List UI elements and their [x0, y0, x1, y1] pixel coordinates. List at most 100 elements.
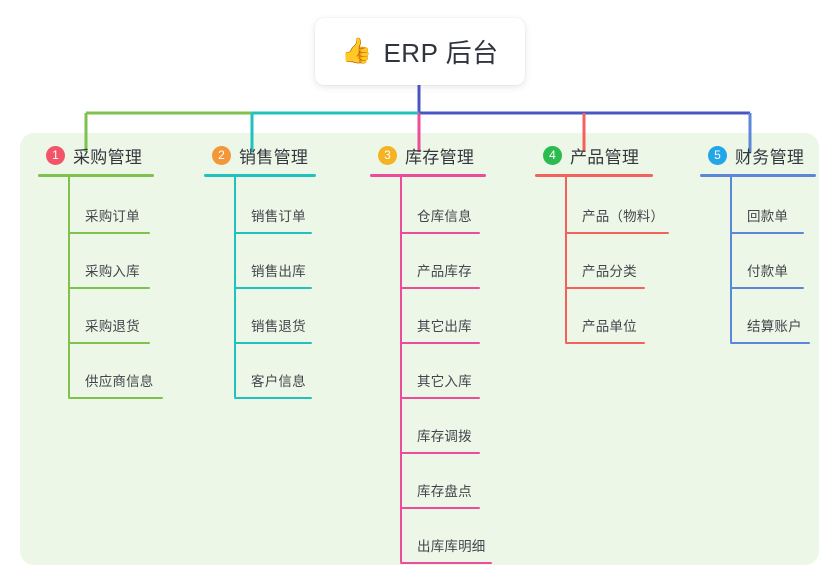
- branch-item-label: 销售退货: [251, 319, 306, 334]
- branch-item[interactable]: 库存调拨: [362, 399, 486, 454]
- branch-number-badge: 3: [378, 145, 397, 165]
- branch-item-list: 回款单付款单结算账户: [692, 177, 816, 344]
- branch-item-label: 付款单: [747, 264, 789, 279]
- branch-number-badge: 5: [708, 145, 727, 165]
- branch-item-rule: [565, 232, 669, 234]
- branch-item-label: 库存调拨: [417, 429, 472, 444]
- branch-header-2[interactable]: 2 销售管理: [196, 143, 316, 167]
- branch-item-rule: [234, 342, 312, 344]
- branch-title: 库存管理: [405, 147, 475, 167]
- branch-item-rule: [68, 232, 150, 234]
- root-node-title: ERP 后台: [383, 38, 499, 68]
- branch-item-rule: [234, 287, 312, 289]
- branch-item[interactable]: 仓库信息: [362, 179, 486, 234]
- branch-header-rule: [38, 174, 154, 177]
- branch-item-label: 回款单: [747, 209, 789, 224]
- branch-item[interactable]: 产品单位: [527, 289, 653, 344]
- branch-item-rule: [400, 562, 492, 564]
- branch-item-label: 采购退货: [85, 319, 140, 334]
- branch-item[interactable]: 回款单: [692, 179, 816, 234]
- branch-title: 采购管理: [73, 147, 143, 167]
- branch-item-rule: [565, 287, 645, 289]
- branch-item-label: 出库库明细: [417, 539, 486, 554]
- branch-item-rule: [730, 287, 804, 289]
- branch-item[interactable]: 出库库明细: [362, 509, 492, 564]
- branch-item-label: 客户信息: [251, 374, 306, 389]
- branch-item-label: 仓库信息: [417, 209, 472, 224]
- branches-panel: [20, 133, 819, 565]
- branch-item-list: 销售订单销售出库销售退货客户信息: [196, 177, 316, 399]
- branch-header-4[interactable]: 4 产品管理: [527, 143, 653, 167]
- branch-item[interactable]: 采购入库: [30, 234, 154, 289]
- branch-item-list: 采购订单采购入库采购退货供应商信息: [30, 177, 163, 399]
- branch-item-list: 产品（物料） 产品分类产品单位: [527, 177, 669, 344]
- branch-item-label: 库存盘点: [417, 484, 472, 499]
- branch-item-label: 产品（物料）: [582, 209, 665, 224]
- branch-item-rule: [234, 397, 312, 399]
- branch-item-rule: [400, 287, 480, 289]
- branch-item-label: 产品单位: [582, 319, 637, 334]
- branch-item-rule: [730, 232, 804, 234]
- branch-item-rule: [400, 232, 480, 234]
- branch-number-badge: 2: [212, 145, 231, 165]
- branch-title: 财务管理: [735, 147, 805, 167]
- branch-item[interactable]: 客户信息: [196, 344, 316, 399]
- branch-item[interactable]: 采购退货: [30, 289, 154, 344]
- branch-item[interactable]: 销售出库: [196, 234, 316, 289]
- branch-item[interactable]: 结算账户: [692, 289, 816, 344]
- branch-item-label: 产品库存: [417, 264, 472, 279]
- branch-item[interactable]: 采购订单: [30, 179, 154, 234]
- branch-item[interactable]: 供应商信息: [30, 344, 163, 399]
- branch-item[interactable]: 库存盘点: [362, 454, 486, 509]
- branch-header-rule: [370, 174, 486, 177]
- branch-item[interactable]: 产品分类: [527, 234, 653, 289]
- thumbs-up-icon: 👍: [341, 37, 373, 65]
- branch-item-label: 采购入库: [85, 264, 140, 279]
- branch-item[interactable]: 产品库存: [362, 234, 486, 289]
- branch-item[interactable]: 销售订单: [196, 179, 316, 234]
- root-node-card[interactable]: 👍 ERP 后台: [315, 18, 525, 85]
- branch-header-3[interactable]: 3 库存管理: [362, 143, 486, 167]
- branch-item[interactable]: 产品（物料）: [527, 179, 669, 234]
- branch-item-rule: [730, 342, 810, 344]
- branch-item-label: 供应商信息: [85, 374, 154, 389]
- branch-item-rule: [400, 507, 480, 509]
- branch-column-3: 3 库存管理仓库信息产品库存其它出库其它入库库存调拨库存盘点出库库明细: [362, 143, 492, 564]
- branch-header-rule: [535, 174, 653, 177]
- branch-title: 产品管理: [570, 147, 640, 167]
- branch-item-label: 销售出库: [251, 264, 306, 279]
- branch-item-label: 其它入库: [417, 374, 472, 389]
- branch-item-rule: [400, 397, 480, 399]
- branch-number-badge: 1: [46, 145, 65, 165]
- branch-item-list: 仓库信息产品库存其它出库其它入库库存调拨库存盘点出库库明细: [362, 177, 492, 564]
- branch-item[interactable]: 销售退货: [196, 289, 316, 344]
- branch-column-5: 5 财务管理回款单付款单结算账户: [692, 143, 816, 344]
- branch-item-label: 采购订单: [85, 209, 140, 224]
- branch-item[interactable]: 其它入库: [362, 344, 486, 399]
- branch-header-rule: [204, 174, 316, 177]
- branch-column-1: 1 采购管理采购订单采购入库采购退货供应商信息: [30, 143, 163, 399]
- branch-header-1[interactable]: 1 采购管理: [30, 143, 154, 167]
- branch-item[interactable]: 付款单: [692, 234, 816, 289]
- branch-item-rule: [400, 342, 480, 344]
- branch-header-5[interactable]: 5 财务管理: [692, 143, 816, 167]
- branch-title: 销售管理: [239, 147, 309, 167]
- branch-item-rule: [68, 397, 163, 399]
- branch-item-label: 产品分类: [582, 264, 637, 279]
- branch-spine: [400, 177, 402, 562]
- branch-column-4: 4 产品管理产品（物料） 产品分类产品单位: [527, 143, 669, 344]
- branch-item-label: 销售订单: [251, 209, 306, 224]
- branch-item-rule: [68, 342, 150, 344]
- branch-column-2: 2 销售管理销售订单销售出库销售退货客户信息: [196, 143, 316, 399]
- branch-item[interactable]: 其它出库: [362, 289, 486, 344]
- branch-header-rule: [700, 174, 816, 177]
- branch-item-rule: [565, 342, 645, 344]
- branch-spine: [565, 177, 567, 342]
- branch-number-badge: 4: [543, 145, 562, 165]
- branch-item-label: 结算账户: [747, 319, 802, 334]
- root-node-content: 👍 ERP 后台: [341, 33, 498, 70]
- branch-spine: [730, 177, 732, 342]
- branch-item-rule: [234, 232, 312, 234]
- branch-item-rule: [400, 452, 480, 454]
